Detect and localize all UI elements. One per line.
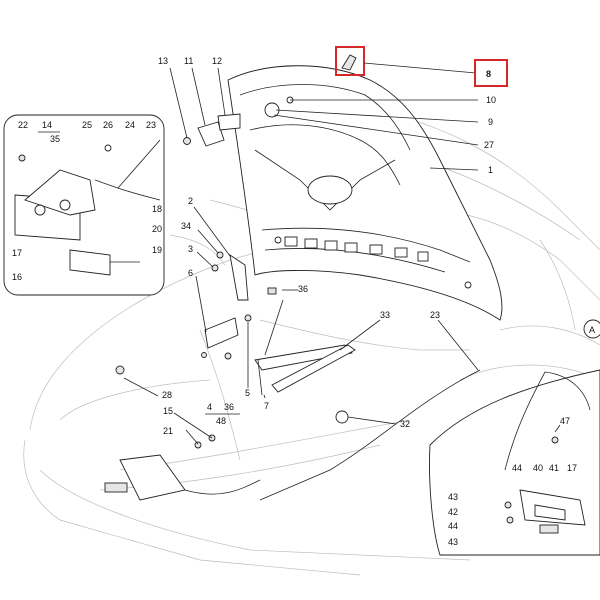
callout-13: 13 — [158, 56, 168, 66]
callout-labels: 13 11 12 8 10 9 27 1 22 14 35 25 26 24 2… — [12, 56, 595, 547]
callout-23-inset: 23 — [146, 120, 156, 130]
callout-24: 24 — [125, 120, 135, 130]
leader-lines — [123, 62, 561, 445]
detail-a-label: A — [589, 325, 595, 335]
callout-19: 19 — [152, 245, 162, 255]
callout-35: 35 — [50, 134, 60, 144]
callout-18: 18 — [152, 204, 162, 214]
callout-28: 28 — [162, 390, 172, 400]
callout-5: 5 — [245, 388, 250, 398]
hood-hinge — [183, 113, 241, 147]
callout-34: 34 — [181, 221, 191, 231]
callout-44-top: 44 — [512, 463, 522, 473]
callout-3: 3 — [188, 244, 193, 254]
callout-2: 2 — [188, 196, 193, 206]
callout-47: 47 — [560, 416, 570, 426]
callout-42: 42 — [448, 507, 458, 517]
callout-17-inset: 17 — [12, 248, 22, 258]
hood-prop-rod — [254, 287, 481, 501]
callout-6: 6 — [188, 268, 193, 278]
callout-32: 32 — [400, 419, 410, 429]
callout-43-bottom: 43 — [448, 537, 458, 547]
detail-a-marker — [583, 319, 600, 339]
front-latch — [104, 365, 349, 501]
callout-36-bracket: 36 — [224, 402, 234, 412]
detail-inset-a — [429, 319, 600, 556]
callout-16: 16 — [12, 272, 22, 282]
callout-22: 22 — [18, 120, 28, 130]
callout-44-bottom: 44 — [448, 521, 458, 531]
callout-40: 40 — [533, 463, 543, 473]
callout-23-cable: 23 — [430, 310, 440, 320]
callout-9: 9 — [488, 117, 493, 127]
callout-33: 33 — [380, 310, 390, 320]
callout-10: 10 — [486, 95, 496, 105]
callout-7: 7 — [264, 401, 269, 411]
callout-14: 14 — [42, 120, 52, 130]
callout-8-highlight-box — [474, 59, 508, 87]
callout-27: 27 — [484, 140, 494, 150]
callout-21: 21 — [163, 426, 173, 436]
callout-15: 15 — [163, 406, 173, 416]
callout-25: 25 — [82, 120, 92, 130]
callout-12: 12 — [212, 56, 222, 66]
hood-side-bracket — [201, 251, 263, 396]
callout-1: 1 — [488, 165, 493, 175]
callout-17-detail: 17 — [567, 463, 577, 473]
callout-8: 8 — [486, 69, 491, 79]
callout-11: 11 — [184, 56, 193, 66]
callout-48: 48 — [216, 416, 226, 426]
callout-41: 41 — [549, 463, 559, 473]
callout-20: 20 — [152, 224, 162, 234]
latch-inset — [3, 114, 165, 296]
hood-panel — [227, 46, 503, 321]
callout-36-strut: 36 — [298, 284, 308, 294]
callout-26: 26 — [103, 120, 113, 130]
callout-43-top: 43 — [448, 492, 458, 502]
callout-4: 4 — [207, 402, 212, 412]
